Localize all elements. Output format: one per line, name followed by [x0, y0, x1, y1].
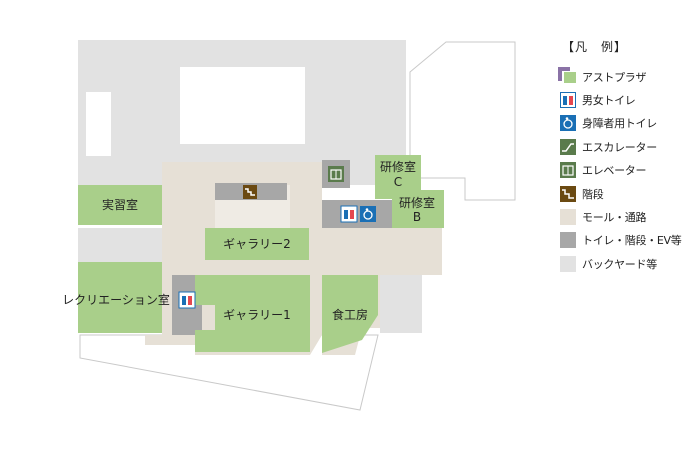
room-label-kenshu-b-line2: B: [413, 210, 421, 224]
restroom-icon: [560, 92, 576, 109]
outer-outline-right: [409, 41, 516, 201]
legend-title: 【凡 例】: [562, 40, 628, 54]
aster-plaza-swatch: [558, 66, 576, 85]
backyard-area-right-low: [380, 275, 422, 333]
stairs-icon: [243, 185, 257, 199]
room-gallery-2[interactable]: [205, 228, 309, 260]
room-label-kenshu-c-line1: 研修室: [380, 159, 416, 174]
room-gallery-1[interactable]: [195, 275, 310, 352]
backyard-area-left-mid: [78, 228, 162, 262]
legend-label: エスカレーター: [582, 140, 657, 154]
restroom-icon: [178, 291, 196, 309]
legend-item-mall-corridor: モール・通路: [560, 205, 685, 228]
room-label-kenshu-b-line1: 研修室: [399, 195, 435, 210]
backyard-swatch: [560, 255, 576, 272]
legend-item-restroom: 男女トイレ: [560, 88, 685, 111]
legend-label: エレベーター: [582, 164, 647, 178]
legend-label: バックヤード等: [582, 257, 657, 271]
legend-item-elevator: エレベーター: [560, 159, 685, 182]
legend-label: アストプラザ: [582, 70, 647, 84]
legend-label: 男女トイレ: [582, 94, 636, 108]
room-label-kitchen: 食工房: [332, 307, 368, 322]
elevator-icon: [560, 162, 576, 179]
room-recreation[interactable]: [78, 262, 162, 333]
legend-item-accessible-toilet: 身障者用トイレ: [560, 112, 685, 135]
void-top-center: [180, 67, 305, 144]
legend-item-stairs: 階段: [560, 182, 685, 205]
legend-item-toilet-stairs-ev: トイレ・階段・EV等: [560, 229, 685, 252]
backyard-area-right-column: [378, 60, 406, 155]
legend-item-backyard: バックヤード等: [560, 252, 685, 275]
legend-label: 身障者用トイレ: [582, 117, 657, 131]
room-kenshu-b[interactable]: [392, 190, 444, 228]
legend-label: 階段: [582, 187, 604, 201]
legend-label: モール・通路: [582, 211, 647, 225]
room-label-kenshu-c-line2: C: [394, 175, 402, 189]
elevator-icon: [328, 166, 344, 182]
legend-label: トイレ・階段・EV等: [582, 234, 682, 248]
room-label-recreation: レクリエーション室: [62, 292, 170, 307]
room-kitchen[interactable]: [322, 275, 378, 353]
accessible-toilet-icon: [560, 115, 576, 132]
restroom-icon: [340, 205, 358, 223]
legend-item-aster-plaza: アストプラザ: [558, 65, 685, 88]
legend: 【凡 例】 アストプラザ 男女トイレ 身障者用トイレ エスカレーター エレベ: [558, 38, 685, 276]
accessible-toilet-icon: [360, 206, 376, 222]
escalator-icon: [560, 138, 576, 155]
room-label-jisshu: 実習室: [102, 197, 138, 212]
stairs-icon: [560, 185, 576, 202]
room-label-gallery-1: ギャラリー1: [223, 308, 291, 322]
mall-corridor-swatch: [560, 209, 576, 226]
void-left: [86, 92, 111, 156]
toilet-stairs-ev-swatch: [560, 232, 576, 249]
room-label-gallery-2: ギャラリー2: [223, 237, 291, 251]
room-jisshu[interactable]: [78, 185, 162, 225]
legend-item-escalator: エスカレーター: [560, 135, 685, 158]
